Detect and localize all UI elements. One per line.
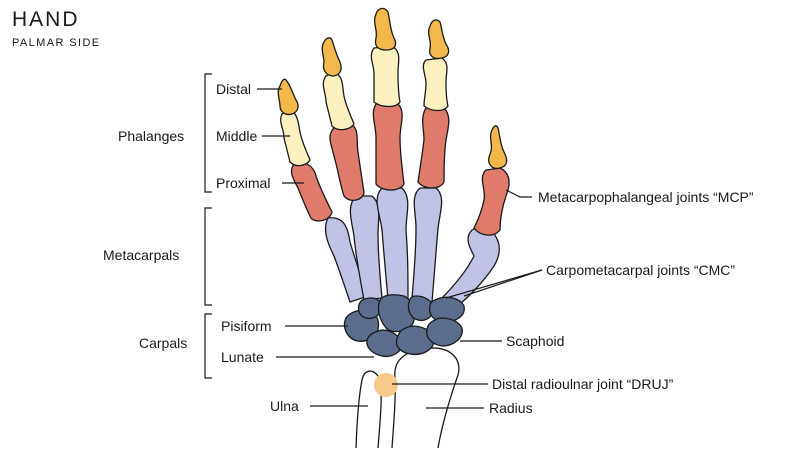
proximal-phalanx-1-thumb	[473, 167, 510, 236]
middle-phalanx-5	[279, 109, 311, 167]
ulna-bone	[355, 370, 382, 449]
distal-phalanx-1-thumb	[488, 125, 508, 170]
leader-lines	[257, 88, 543, 409]
proximal-phalanx-3	[372, 103, 405, 191]
label-proximal: Proximal	[216, 175, 271, 191]
proximal-phalanx-2	[417, 107, 450, 189]
label-pisiform: Pisiform	[221, 318, 272, 334]
label-cmc: Carpometacarpal joints “CMC”	[546, 262, 736, 278]
metacarpal-5	[324, 217, 369, 303]
label-radius: Radius	[489, 400, 533, 416]
leader-cmc-2	[445, 269, 543, 299]
middle-phalanx-2	[422, 57, 449, 112]
distal-phalanx-5	[277, 78, 299, 116]
group-label-phalanges: Phalanges	[118, 128, 185, 144]
page-title: HAND	[12, 8, 80, 31]
bones	[277, 7, 510, 449]
label-druj: Distal radioulnar joint “DRUJ”	[492, 376, 674, 392]
page-subtitle: PALMAR SIDE	[12, 37, 101, 49]
middle-phalanx-3	[370, 45, 401, 108]
bracket-phalanges	[204, 73, 212, 193]
bracket-metacarpals	[204, 207, 212, 306]
metacarpal-2	[411, 187, 443, 303]
radius-bone	[391, 347, 460, 449]
label-lunate: Lunate	[221, 349, 264, 365]
carpal-pisiform	[357, 297, 383, 320]
label-middle: Middle	[216, 128, 258, 144]
proximal-phalanx-5	[290, 161, 333, 222]
label-scaphoid: Scaphoid	[506, 333, 565, 349]
druj-highlight	[374, 373, 398, 397]
proximal-phalanx-4	[329, 123, 365, 202]
metacarpal-3	[376, 187, 409, 301]
distal-phalanx-2	[427, 19, 450, 60]
distal-phalanx-3	[373, 7, 397, 51]
middle-phalanx-4	[322, 71, 355, 131]
group-label-carpals: Carpals	[139, 335, 188, 351]
leader-mcp	[505, 189, 532, 198]
distal-phalanx-4	[321, 37, 342, 77]
label-ulna: Ulna	[270, 398, 299, 414]
bracket-carpals	[204, 313, 212, 379]
carpal-scaphoid	[426, 317, 463, 347]
label-mcp: Metacarpophalangeal joints “MCP”	[538, 189, 754, 205]
label-distal: Distal	[216, 81, 252, 97]
carpal-capitate	[377, 294, 416, 333]
group-label-metacarpals: Metacarpals	[103, 247, 180, 263]
